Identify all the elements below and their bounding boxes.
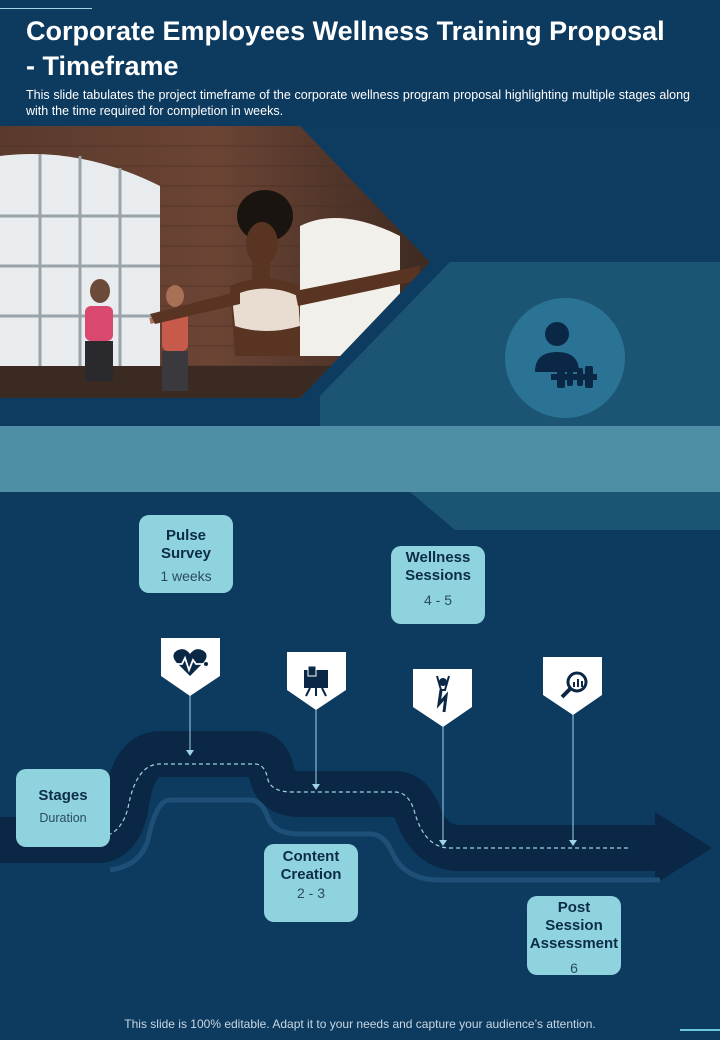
stage-duration: 2 - 3 xyxy=(296,885,325,901)
road-path xyxy=(0,731,655,871)
legend-sublabel: Duration xyxy=(39,811,87,825)
hero-icon-circle xyxy=(505,298,625,418)
header-band xyxy=(0,0,720,126)
legend-label: Stages xyxy=(38,787,88,804)
stage-name: Wellness Sessions xyxy=(405,549,471,584)
stage-name: Content Creation xyxy=(280,848,342,883)
heart-pulse-icon xyxy=(173,649,208,676)
legend-box: Stages Duration xyxy=(16,769,110,847)
road-arrowhead xyxy=(655,812,712,884)
light-band xyxy=(0,426,720,492)
person-dumbbell-icon xyxy=(535,322,597,388)
footer-note: This slide is 100% editable. Adapt it to… xyxy=(124,1017,596,1031)
stage-box-wellness-sessions: Wellness Sessions 4 - 5 xyxy=(391,546,485,624)
stage-box-content-creation: Content Creation 2 - 3 xyxy=(264,844,358,922)
road-edge xyxy=(109,797,660,883)
magnifier-chart-icon xyxy=(560,671,588,699)
page-subtitle: This slide tabulates the project timefra… xyxy=(26,88,690,118)
stage-duration: 4 - 5 xyxy=(423,592,452,608)
yoga-person-icon xyxy=(436,675,450,713)
timeline-pins xyxy=(161,638,602,846)
pin-post-session xyxy=(543,657,602,715)
stage-name: Post Session Assessment xyxy=(529,899,619,952)
stage-name: Pulse Survey xyxy=(160,527,212,562)
timeline-road xyxy=(0,731,712,884)
stage-duration: 6 xyxy=(570,960,578,976)
presentation-board-icon xyxy=(304,665,328,697)
page-title: Corporate Employees Wellness Training Pr… xyxy=(26,16,665,81)
stage-duration: 1 weeks xyxy=(160,568,212,584)
stage-box-post-session-assessment: Post Session Assessment 6 xyxy=(527,896,621,976)
fitness-class-photo xyxy=(0,126,430,398)
road-dashed-line xyxy=(107,763,630,849)
stage-box-pulse-survey: Pulse Survey 1 weeks xyxy=(139,515,233,593)
footer-accent-line xyxy=(680,1029,720,1031)
top-accent-line xyxy=(0,8,92,9)
